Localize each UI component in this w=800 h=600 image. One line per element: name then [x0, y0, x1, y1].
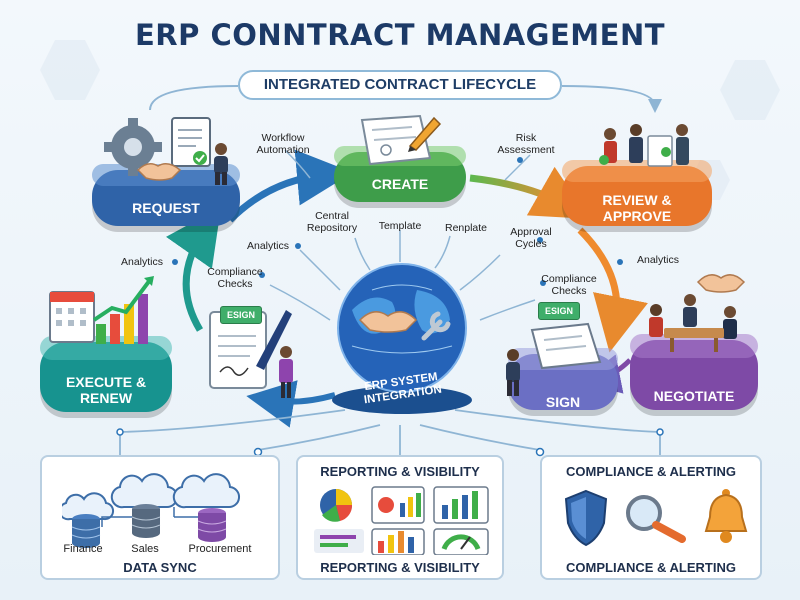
- annotation-analytics-right: Analytics: [636, 254, 679, 266]
- page-title: ERP CONNTRACT MANAGEMENT: [134, 18, 666, 52]
- annotation-analytics-left: Analytics: [120, 256, 163, 268]
- stage-request[interactable]: REQUEST: [92, 112, 240, 232]
- esign-badge: ESIGN: [538, 302, 581, 320]
- shield-icon: [564, 489, 608, 547]
- bg-hexagon: [720, 60, 780, 120]
- annotation-analytics-mid: Analytics: [246, 240, 289, 252]
- erp-system-integration-hub[interactable]: ERP SYSTEM INTEGRATION: [322, 250, 482, 420]
- lifecycle-subtitle: INTEGRATED CONTRACT LIFECYCLE: [238, 70, 562, 100]
- db-label-sales: Sales: [131, 543, 159, 555]
- annotation-template: Template: [378, 220, 422, 232]
- handshake-icon: [696, 274, 746, 293]
- cloud-sync-icon: [62, 473, 240, 527]
- stage-create[interactable]: CREATE: [334, 112, 466, 204]
- panel-data-sync[interactable]: Finance Sales Procurement DATA SYNC: [40, 455, 280, 580]
- stage-label-review: REVIEW & APPROVE: [602, 192, 672, 224]
- meeting-table-icon: [649, 294, 737, 352]
- annotation-renplate: Renplate: [444, 222, 488, 234]
- stage-negotiate[interactable]: NEGOTIATE: [630, 268, 758, 416]
- stage-label-create: CREATE: [371, 176, 429, 192]
- gear-icon: [104, 118, 162, 176]
- esign-badge: ESIGN: [220, 306, 263, 324]
- annotation-central-repository: Central Repository: [306, 210, 358, 234]
- person-icon: [214, 143, 228, 185]
- annotation-risk-assessment: Risk Assessment: [497, 132, 555, 156]
- annotation-workflow-automation: Workflow Automation: [256, 132, 310, 156]
- panel-title-reporting-bottom: REPORTING & VISIBILITY: [320, 560, 480, 575]
- database-finance-icon: [71, 514, 101, 548]
- panel-compliance-alerting[interactable]: COMPLIANCE & ALERTING COMPLIANCE & ALERT…: [540, 455, 762, 580]
- signing-contract-icon: [209, 310, 293, 398]
- person-icon: [506, 349, 520, 396]
- dashboard-charts-icon: [314, 486, 489, 555]
- esign-document: ESIGN: [208, 304, 300, 400]
- annotation-compliance-checks-right: Compliance Checks: [541, 273, 597, 297]
- bg-hexagon: [40, 40, 100, 100]
- panel-reporting-visibility[interactable]: REPORTING & VISIBILITY REPORTING & VISIB…: [296, 455, 504, 580]
- stage-label-sign: SIGN: [545, 394, 581, 410]
- stage-label-request: REQUEST: [132, 200, 200, 216]
- wrench-icon: [421, 311, 451, 341]
- handshake-icon: [358, 311, 418, 333]
- stage-label-negotiate: NEGOTIATE: [653, 388, 735, 404]
- signed-document-icon: [530, 322, 602, 370]
- database-procurement-icon: [197, 508, 227, 542]
- stage-review-approve[interactable]: REVIEW & APPROVE: [562, 112, 712, 230]
- db-label-finance: Finance: [63, 543, 103, 555]
- document-icon: [171, 117, 211, 167]
- panel-title-compliance-top: COMPLIANCE & ALERTING: [566, 464, 736, 479]
- bell-icon: [704, 489, 748, 543]
- stage-execute-renew[interactable]: EXECUTE & RENEW: [40, 272, 172, 416]
- annotation-compliance-checks-left: Compliance Checks: [207, 266, 263, 290]
- panel-title-reporting-top: REPORTING & VISIBILITY: [320, 464, 480, 479]
- stage-label-execute: EXECUTE & RENEW: [65, 374, 147, 406]
- handshake-icon: [136, 163, 182, 181]
- growth-chart-icon: [92, 276, 154, 344]
- panel-title-compliance-bottom: COMPLIANCE & ALERTING: [566, 560, 736, 575]
- contract-document-icon: [360, 114, 432, 166]
- annotation-approval-cycles: Approval Cycles: [510, 226, 552, 250]
- pen-icon: [408, 116, 442, 152]
- db-label-procurement: Procurement: [188, 543, 252, 555]
- calendar-icon: [49, 291, 95, 343]
- magnifier-icon: [626, 495, 686, 543]
- review-team-icon: [599, 124, 689, 167]
- stage-sign[interactable]: ESIGN SIGN: [502, 302, 624, 412]
- panel-title-data-sync: DATA SYNC: [123, 560, 197, 575]
- database-sales-icon: [131, 504, 161, 538]
